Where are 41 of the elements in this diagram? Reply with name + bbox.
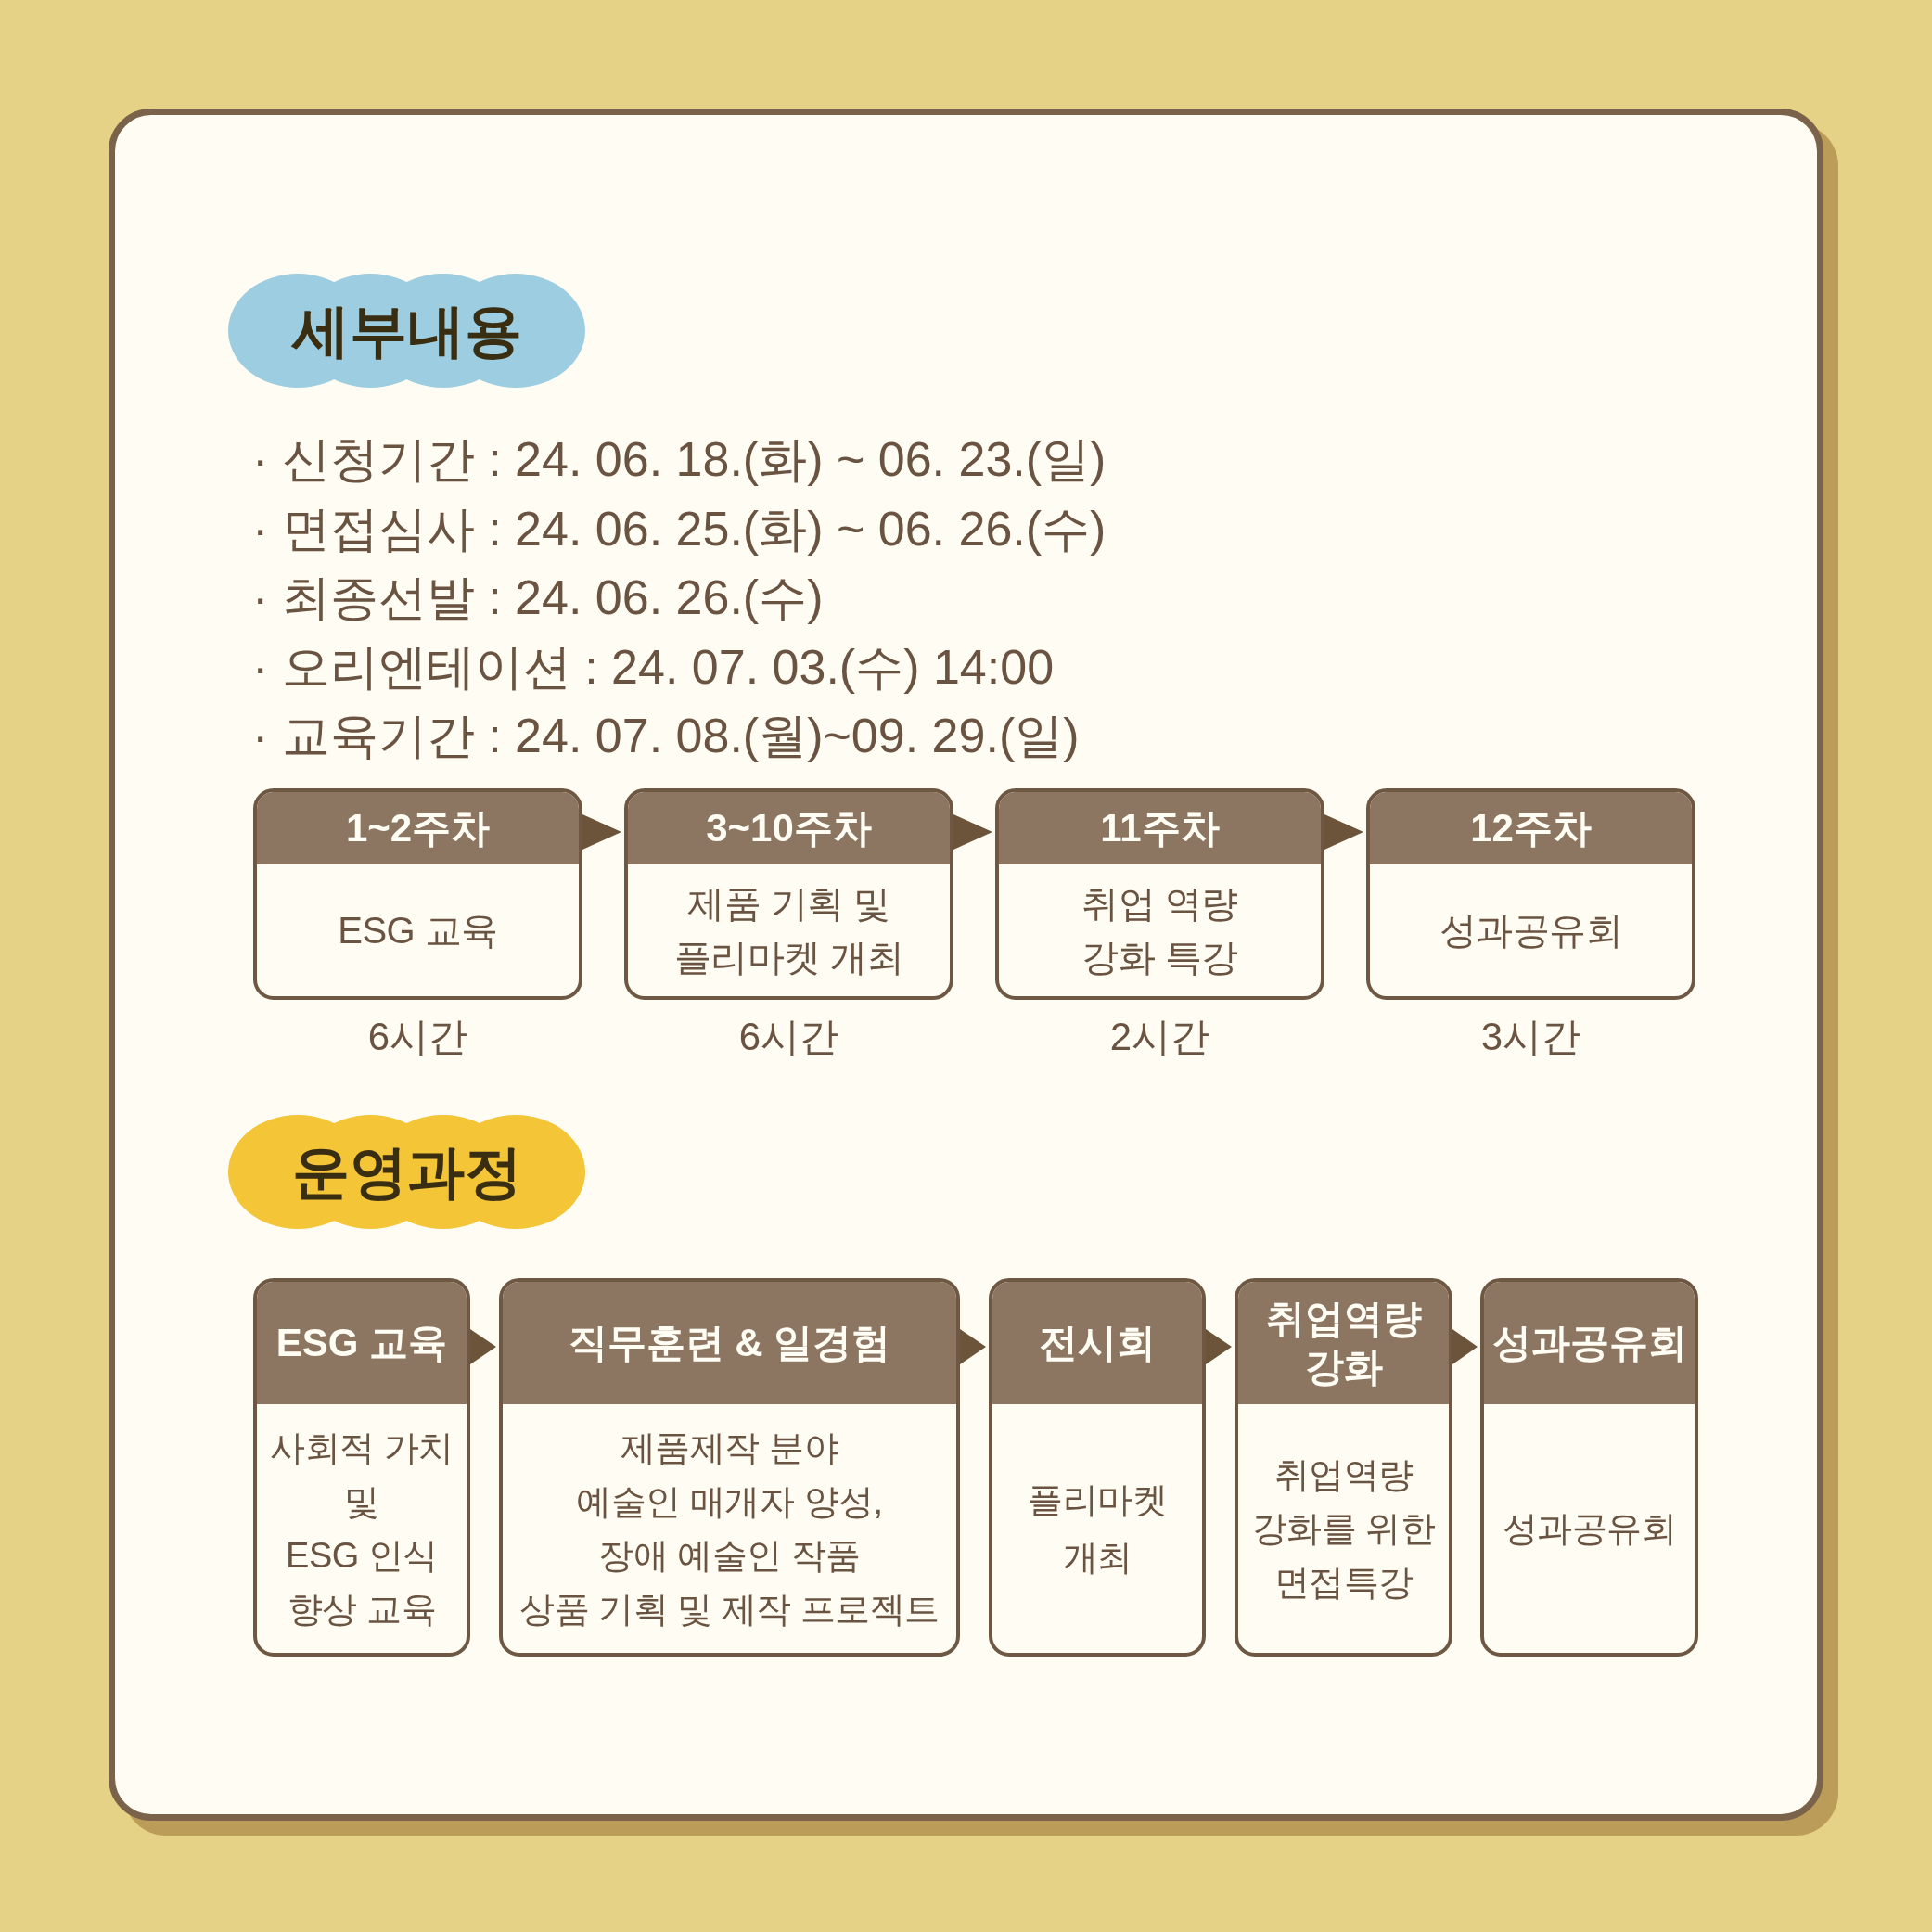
step-header: 직무훈련 & 일경험 [503,1282,956,1404]
arrow [960,1329,986,1364]
step-description: 사회적 가치 및 ESG 인식 향상 교육 [270,1427,454,1631]
step-description: 플리마켓 개최 [1028,1479,1167,1579]
step-header: 11주차 [999,792,1321,864]
step-description: 제품제작 분야 예술인 매개자 양성, 장애 예술인 작품 상품 기획 및 제작 프로젝트 [519,1427,940,1631]
arrow [1206,1329,1232,1364]
step-description: 제품 기획 및 플리마켓 개최 [673,882,904,979]
step-description: 취업역량 강화를 위한 면접특강 [1251,1454,1436,1604]
step-header: ESG 교육 [257,1282,467,1404]
arrow [1452,1329,1478,1364]
arrow [953,814,992,850]
section-heading: 세부내용 [291,297,522,365]
step-box [499,1278,960,1657]
step-description: ESG 교육 [338,909,498,953]
list-item: · 최종선발 : 24. 06. 26.(수) [252,569,824,626]
duration-label: 6시간 [367,1014,468,1060]
step-header: 전시회 [992,1282,1202,1404]
step-box [1235,1278,1452,1657]
step-header: 3~10주차 [628,792,950,864]
step-header: 12주차 [1370,792,1692,864]
step-description: 취업 역량 강화 특강 [1081,882,1238,979]
list-item: · 교육기간 : 24. 07. 08.(월)~09. 29.(일) [252,708,1080,764]
arrow [582,814,621,850]
duration-label: 6시간 [738,1014,839,1060]
step-box [1480,1278,1698,1657]
duration-label: 2시간 [1109,1014,1210,1060]
step-header: 1~2주차 [257,792,579,864]
step-description: 성과공유회 [1502,1508,1677,1550]
step-box [253,1278,470,1657]
list-item: · 오리엔테이션 : 24. 07. 03.(수) 14:00 [252,639,1055,696]
step-description: 성과공유회 [1439,909,1623,953]
arrow [470,1329,496,1364]
list-item: · 면접심사 : 24. 06. 25.(화) ~ 06. 26.(수) [252,501,1107,557]
step-box [989,1278,1206,1657]
arrow [1324,814,1363,850]
section-heading: 운영과정 [291,1138,522,1206]
step-header: 성과공유회 [1484,1282,1695,1404]
step-header: 취업역량 강화 [1238,1282,1449,1404]
list-item: · 신청기간 : 24. 06. 18.(화) ~ 06. 23.(일) [252,431,1107,488]
duration-label: 3시간 [1480,1014,1581,1060]
